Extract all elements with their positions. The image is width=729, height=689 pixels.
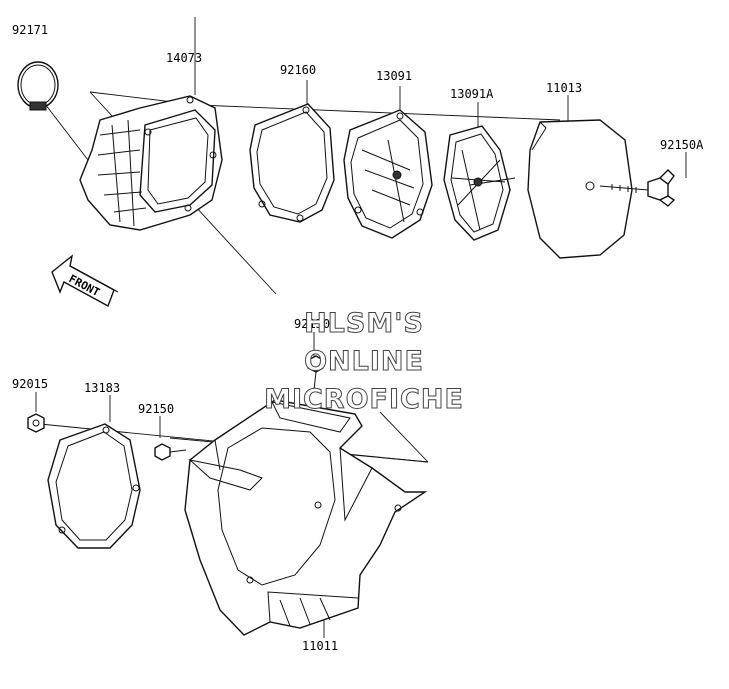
part-number-14073: 14073 xyxy=(166,51,202,65)
nut-part xyxy=(27,413,45,433)
part-number-11011: 11011 xyxy=(302,639,338,653)
part-number-92015: 92015 xyxy=(12,377,48,391)
part-labels: 92171 14073 92160 13091 13091A 11013 921… xyxy=(12,23,704,653)
part-number-13091a: 13091A xyxy=(450,87,494,101)
front-direction-arrow: FRONT xyxy=(51,254,119,308)
filter-frame-part xyxy=(443,125,516,241)
lower-gasket-part xyxy=(47,423,141,549)
band-clamp-part xyxy=(17,61,59,111)
part-number-92150-lower: 92150 xyxy=(138,402,174,416)
upper-bolt-part xyxy=(307,355,324,391)
air-cleaner-case-part xyxy=(184,399,428,636)
watermark-line-1: HLSM'S xyxy=(304,308,424,339)
watermark-line-2: ONLINE xyxy=(304,346,424,377)
part-number-13091: 13091 xyxy=(376,69,412,83)
intake-duct-part xyxy=(79,95,223,231)
part-number-92160: 92160 xyxy=(280,63,316,77)
filter-holder-part xyxy=(343,109,433,239)
wing-bolt-part xyxy=(599,169,676,207)
part-number-92171: 92171 xyxy=(12,23,48,37)
part-number-11013: 11013 xyxy=(546,81,582,95)
watermark: HLSM'S ONLINE MICROFICHE xyxy=(264,308,464,416)
lower-bolt-part xyxy=(154,443,187,461)
gasket-part xyxy=(249,103,335,223)
part-number-92150-upper: 92150 xyxy=(294,317,330,331)
part-number-13183: 13183 xyxy=(84,381,120,395)
air-filter-element-part xyxy=(527,119,633,259)
part-number-92150a: 92150A xyxy=(660,138,704,152)
watermark-line-3: MICROFICHE xyxy=(264,384,464,415)
